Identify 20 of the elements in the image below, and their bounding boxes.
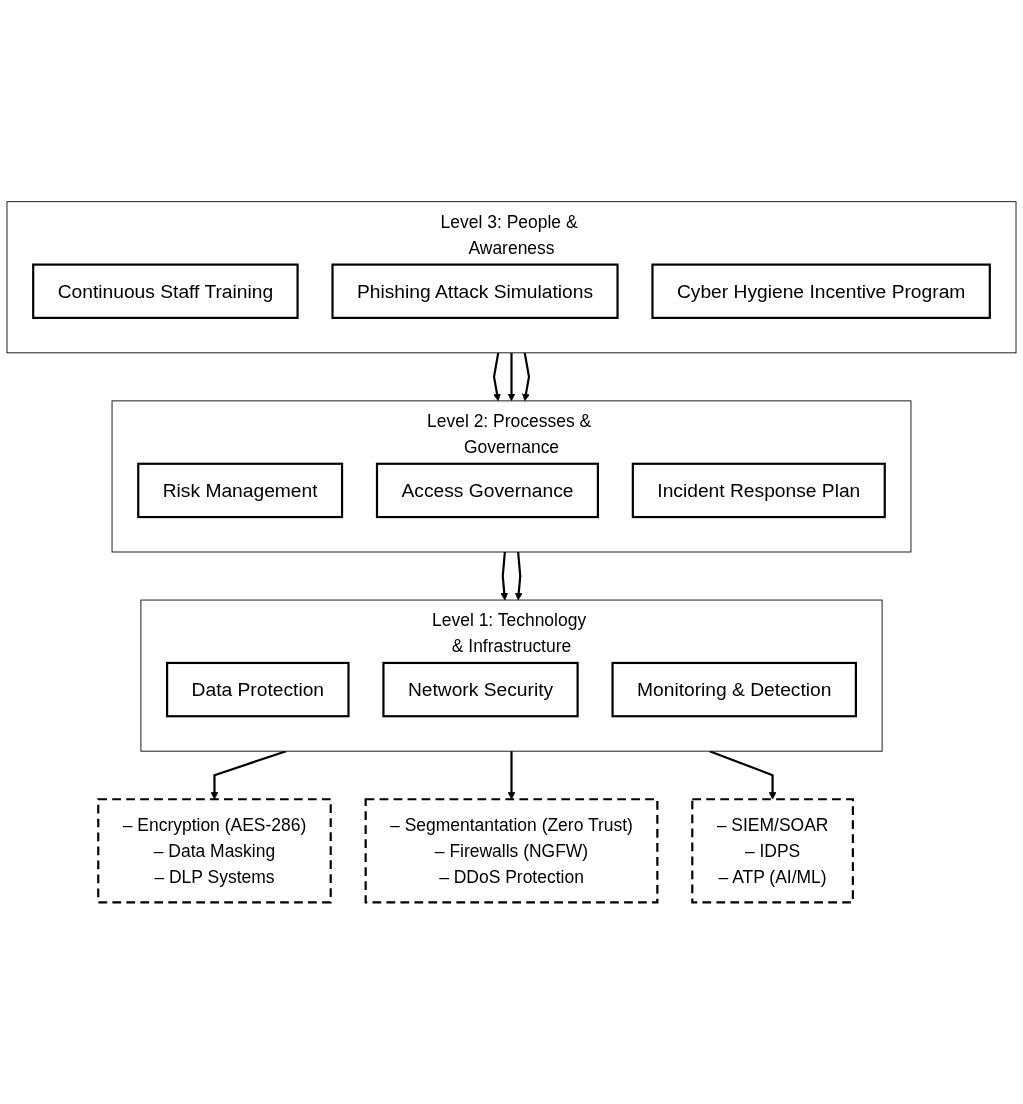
node-box: – Segmentantation (Zero Trust) – Firewalls (NGFW) – DDoS Protection (364, 798, 659, 904)
node-box: Risk Management (137, 462, 344, 519)
node-box: Continuous Staff Training (32, 263, 299, 319)
node-box: Incident Response Plan (631, 462, 886, 519)
arrow (522, 352, 531, 402)
arrow (210, 750, 287, 800)
node-box: – Encryption (AES-286) – Data Masking – DLP Systems (97, 798, 332, 904)
arrow (492, 352, 501, 402)
arrow (507, 352, 516, 402)
arrow (709, 750, 777, 800)
arrow (500, 551, 509, 601)
node-box: Network Security (382, 661, 579, 718)
arrow (507, 751, 516, 800)
node-box: Cyber Hygiene Incentive Program (651, 263, 991, 319)
node-box: Data Protection (166, 661, 350, 718)
node-box: Monitoring & Detection (611, 661, 857, 718)
node-box: – SIEM/SOAR – IDPS – ATP (AI/ML) (691, 798, 854, 904)
arrow (514, 551, 523, 601)
node-box: Access Governance (375, 462, 599, 519)
node-box: Phishing Attack Simulations (331, 263, 619, 319)
